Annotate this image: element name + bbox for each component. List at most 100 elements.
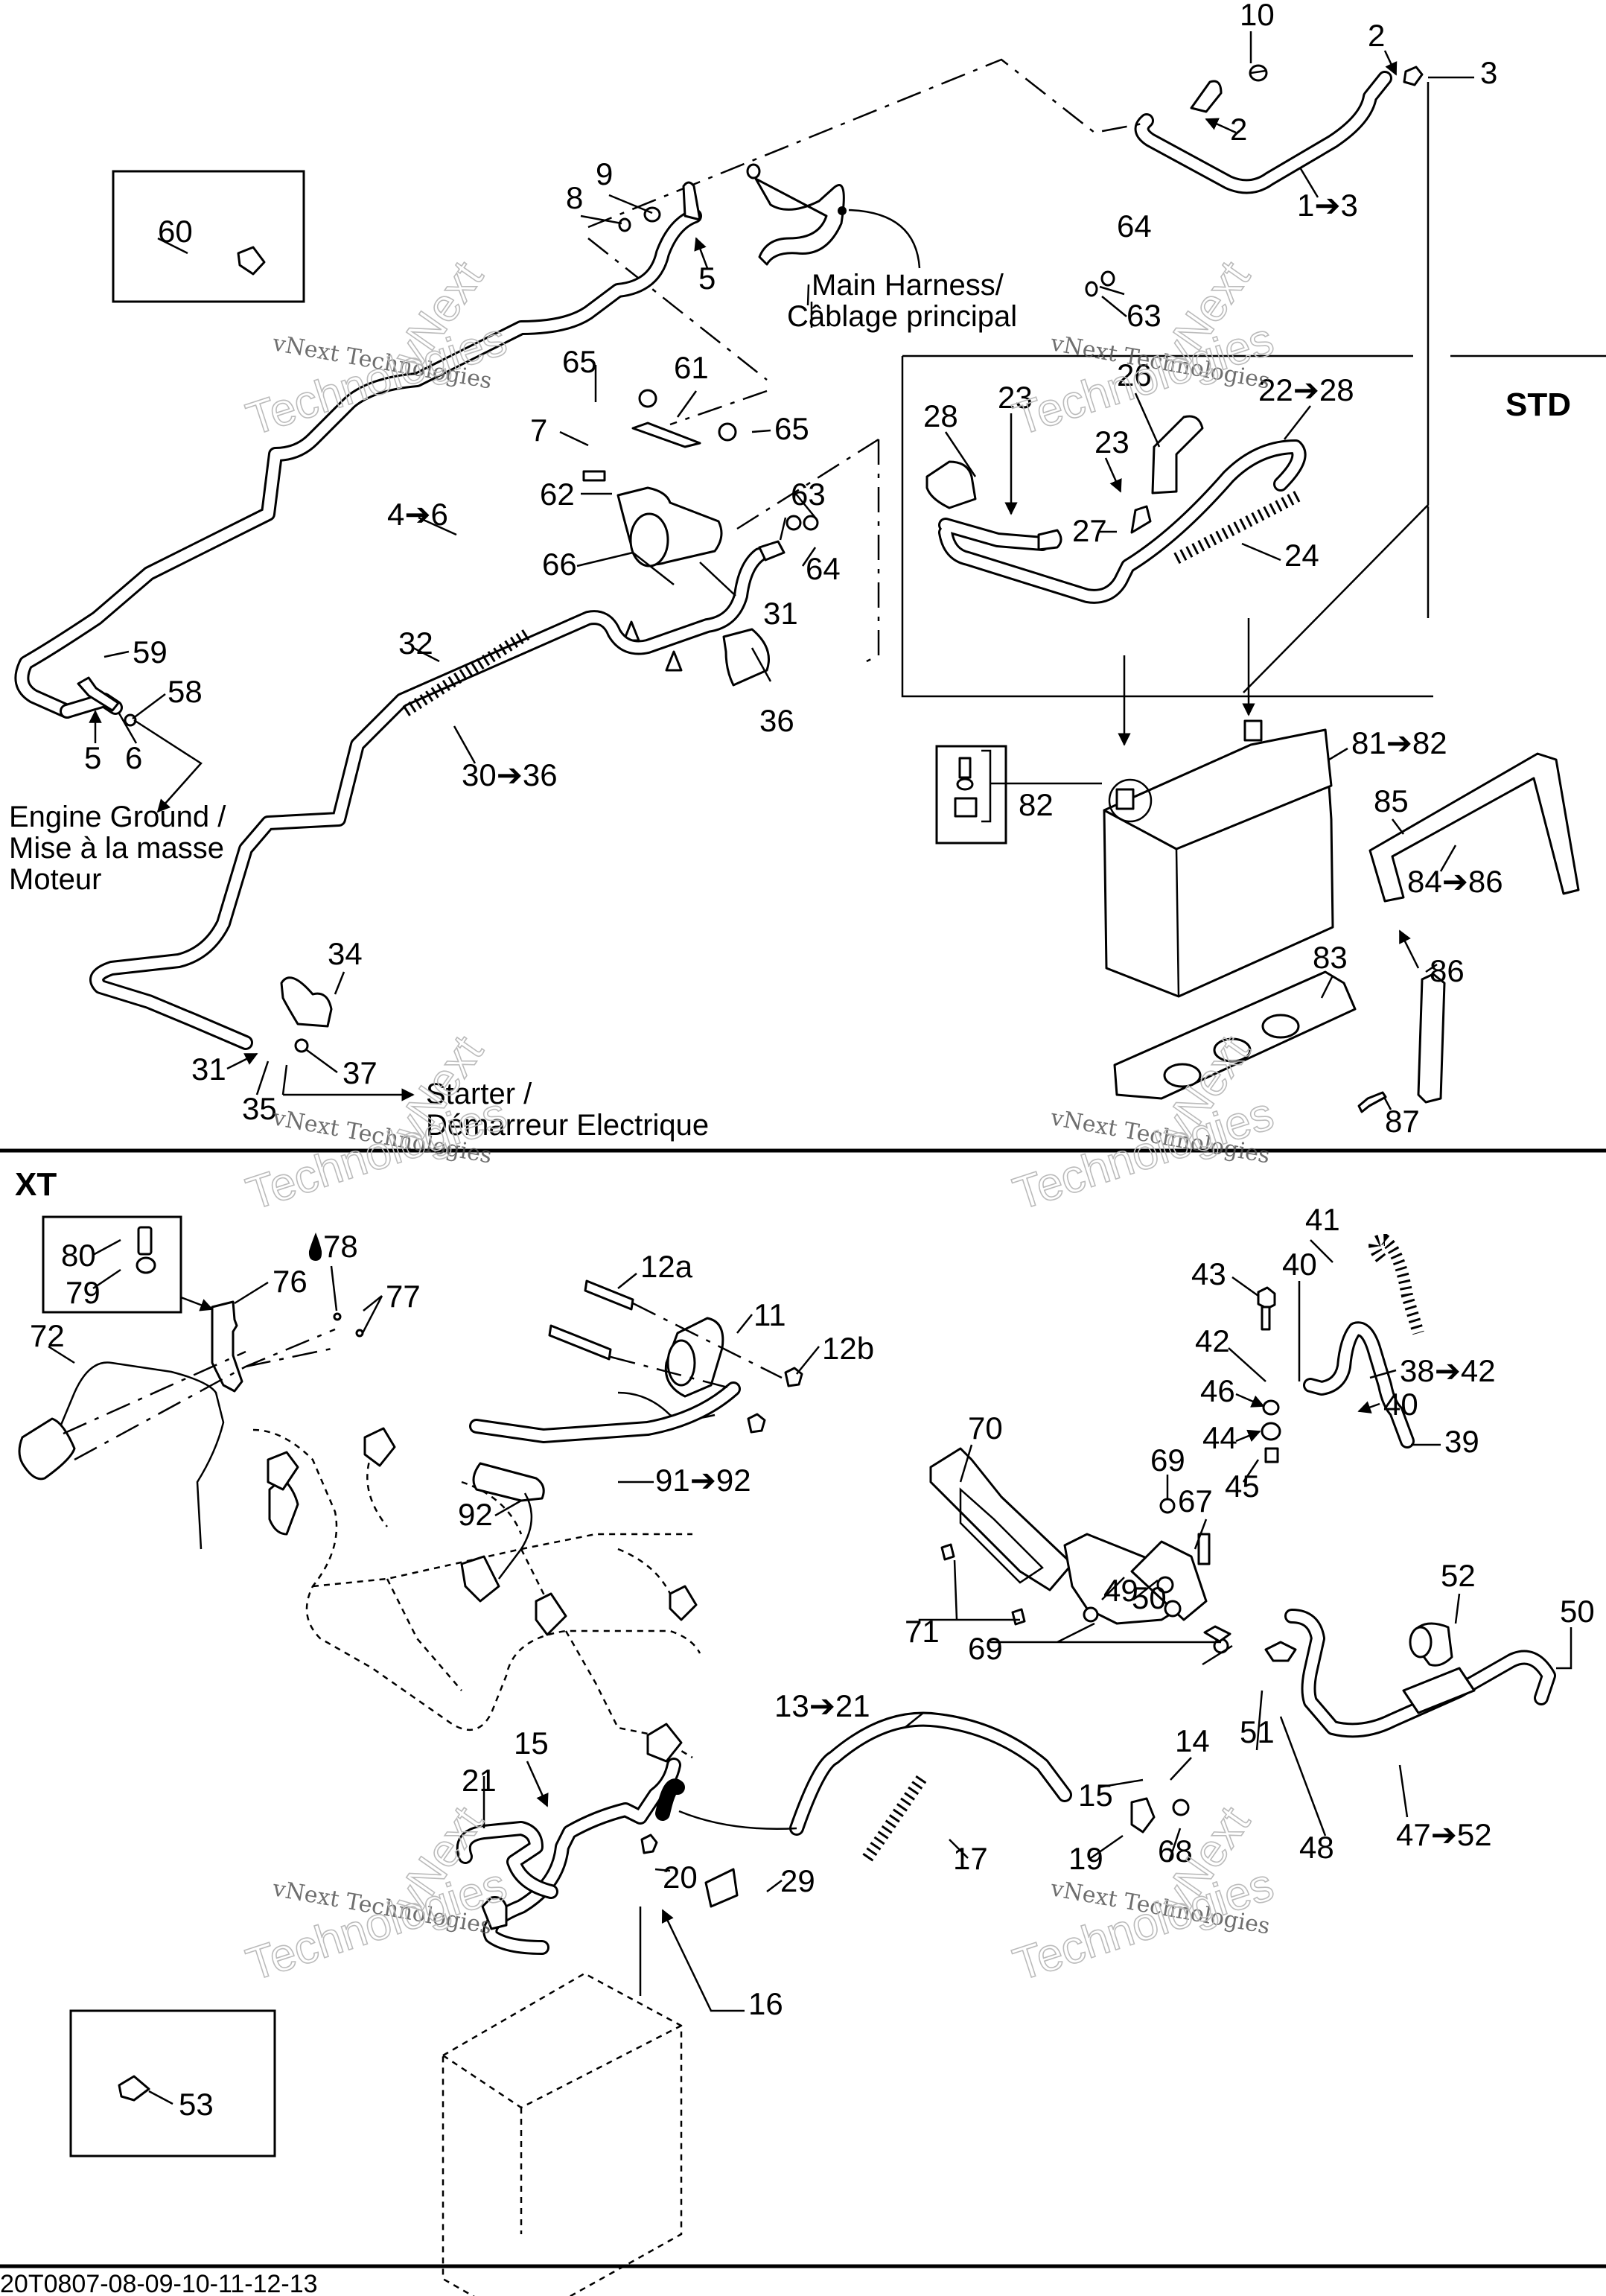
callout: 66 — [542, 547, 577, 582]
callout: 46 — [1200, 1373, 1235, 1408]
callout: 52 — [1441, 1558, 1476, 1593]
callout: 37 — [342, 1055, 377, 1090]
callout: 15 — [514, 1726, 549, 1761]
callout: 16 — [748, 1986, 783, 2021]
callout: 65 — [774, 411, 809, 446]
caption-engine-ground: Moteur — [9, 863, 102, 896]
callout: 30➔36 — [462, 757, 558, 792]
starter-solenoid — [582, 389, 737, 672]
harness-connector — [267, 1427, 698, 1763]
nut-64 — [1100, 270, 1115, 287]
callout: 26 — [1117, 357, 1152, 392]
callout: 76 — [273, 1264, 308, 1299]
callout: 83 — [1313, 940, 1348, 975]
wire — [498, 1492, 533, 1580]
callout: 5 — [698, 261, 716, 296]
callout: 38➔42 — [1400, 1353, 1496, 1388]
callout: 69 — [1150, 1443, 1185, 1478]
main-harness-connector — [746, 163, 921, 269]
callout: 41 — [1305, 1202, 1340, 1237]
detail-box-53 — [69, 2009, 276, 2157]
callout: 78 — [323, 1229, 358, 1264]
nut-9 — [643, 206, 661, 223]
std-frame — [901, 82, 1606, 698]
sleeve-32 — [402, 628, 532, 716]
callout: 47➔52 — [1396, 1817, 1492, 1852]
callout: 21 — [462, 1763, 497, 1798]
callout: 68 — [1158, 1834, 1193, 1869]
callout: 20 — [663, 1860, 698, 1895]
cable-4-6 — [14, 181, 702, 719]
callout: 61 — [674, 350, 709, 385]
xt-leaders — [48, 1238, 1572, 2105]
sleeve-24 — [1173, 489, 1302, 565]
leader — [180, 1296, 214, 1311]
sealant-78: 78 — [308, 1229, 358, 1264]
cable-22-28 — [938, 439, 1307, 604]
clip-60 — [237, 246, 266, 276]
std-leaders — [89, 31, 1474, 1110]
callout: 82 — [1019, 787, 1054, 822]
callout: 12b — [822, 1331, 874, 1366]
callout: 81➔82 — [1351, 725, 1447, 760]
caption-starter: Starter / — [426, 1078, 532, 1110]
callout: 14 — [1175, 1723, 1210, 1758]
cable-1-3 — [1134, 64, 1424, 194]
assembly-line — [736, 438, 880, 664]
callout: 31 — [763, 596, 798, 631]
callout: 92 — [458, 1497, 493, 1532]
xt-callouts: 80 79 76 78 77 72 12a 11 12b 91➔92 92 41… — [30, 1202, 1595, 2122]
callout: 11 — [753, 1297, 786, 1332]
caption-engine-ground: Engine Ground / — [9, 801, 226, 833]
module-67 — [929, 1447, 1229, 1654]
washer-8 — [618, 217, 631, 232]
bolt-82 — [958, 757, 972, 779]
strap-85 — [1368, 752, 1580, 903]
caption-engine-ground: Mise à la masse — [9, 832, 224, 865]
callout: 86 — [1430, 953, 1465, 988]
callout: 31 — [191, 1052, 226, 1087]
callout: 27 — [1072, 513, 1107, 548]
detail-box-80-79 — [42, 1215, 182, 1314]
nut-37 — [294, 1038, 309, 1053]
battery-std — [1103, 719, 1334, 998]
washer-82 — [956, 777, 974, 791]
module-72 — [18, 1300, 364, 1550]
cap-36 — [722, 628, 770, 687]
callout: 12a — [640, 1249, 693, 1284]
callout: 72 — [30, 1318, 65, 1353]
xt-label: XT — [15, 1166, 57, 1203]
callout: 69 — [968, 1631, 1003, 1666]
callout: 67 — [1178, 1484, 1213, 1519]
sensor-11 — [469, 1279, 803, 1443]
callout: 45 — [1225, 1469, 1260, 1504]
callout: 29 — [780, 1863, 815, 1898]
battery-tray-83 — [1113, 970, 1357, 1100]
screw-87 — [1357, 1091, 1387, 1113]
callout: 2 — [1230, 112, 1247, 147]
callout: 40 — [1282, 1247, 1317, 1282]
clip-53 — [118, 2075, 150, 2102]
callout: 3 — [1480, 55, 1497, 90]
callout: 79 — [66, 1275, 101, 1310]
callout: 91➔92 — [655, 1463, 751, 1498]
callout: 60 — [158, 214, 193, 249]
cable-13-21 — [456, 1711, 1190, 1955]
sleeve-17 — [862, 1772, 928, 1862]
callout: 19 — [1068, 1841, 1103, 1876]
callout: 50 — [1560, 1594, 1595, 1629]
callout: 1➔3 — [1297, 188, 1358, 223]
callout: 23 — [1094, 424, 1129, 459]
callout: 10 — [1240, 0, 1275, 32]
callout: 36 — [759, 703, 794, 738]
callout: 28 — [923, 398, 958, 433]
callout: 9 — [596, 156, 613, 191]
callout: 17 — [953, 1841, 988, 1876]
cable-38-42 — [1257, 1233, 1424, 1463]
washer-63 — [1085, 281, 1098, 297]
callout: 22➔28 — [1258, 372, 1354, 407]
connector-91-92 — [472, 1462, 545, 1502]
callout: 5 — [84, 740, 101, 775]
callout: 7 — [530, 413, 547, 448]
